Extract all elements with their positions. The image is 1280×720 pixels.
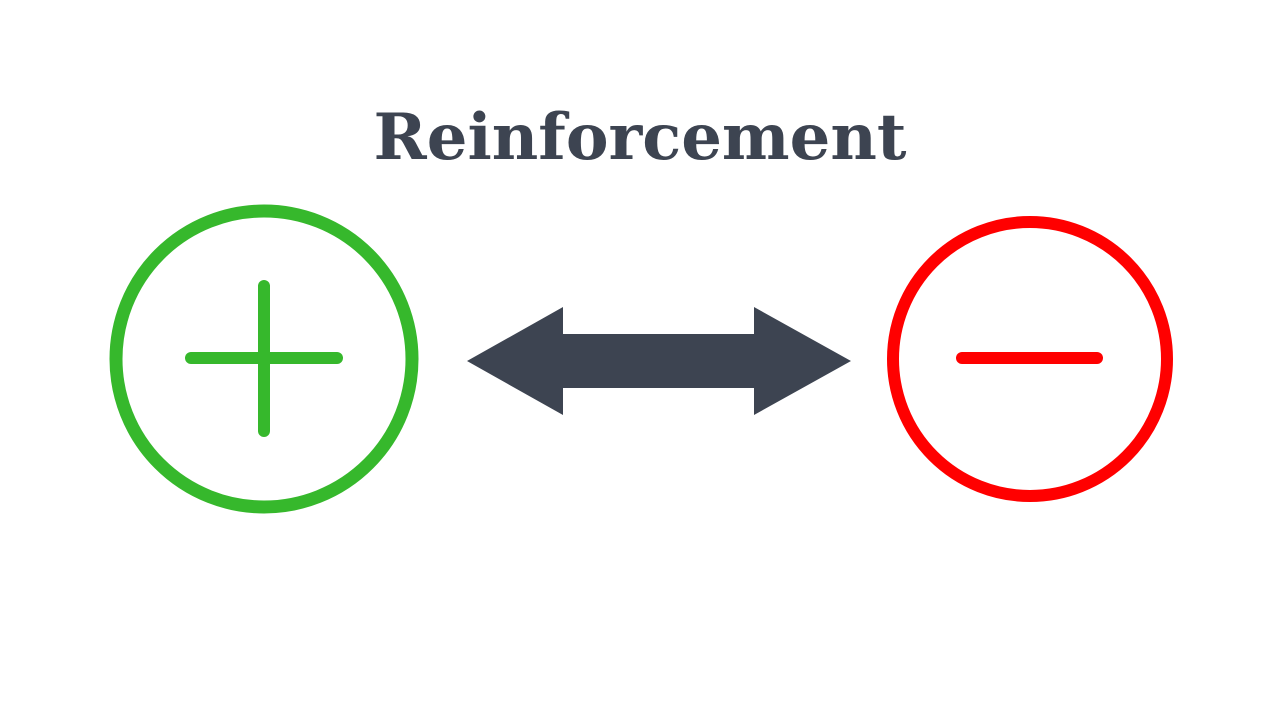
- page-title: Reinforcement: [373, 100, 907, 175]
- negative-reinforcement-symbol: [887, 216, 1173, 502]
- positive-circle: [109, 204, 419, 514]
- plus-icon: [185, 280, 343, 437]
- negative-circle: [887, 216, 1173, 502]
- double-arrow-icon: [467, 307, 851, 415]
- positive-reinforcement-symbol: [109, 204, 419, 514]
